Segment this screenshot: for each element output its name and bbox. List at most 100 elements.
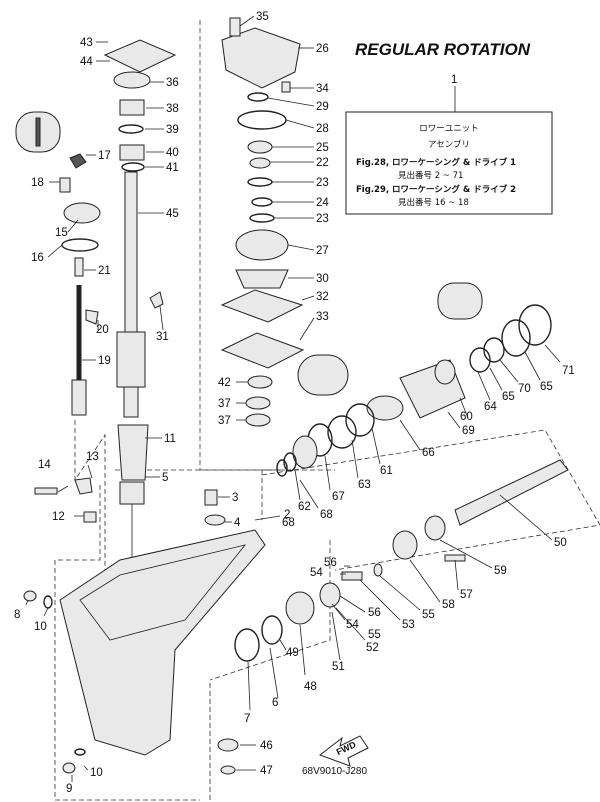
part-label-10b: 10	[90, 767, 103, 779]
part-label-24: 24	[316, 197, 329, 209]
diagram-title: REGULAR ROTATION	[355, 40, 531, 59]
part-label-61: 61	[380, 465, 393, 477]
part-label-68a: 68	[320, 509, 333, 521]
seal-17	[69, 153, 87, 169]
part-label-25: 25	[316, 142, 329, 154]
part-label-57: 57	[460, 589, 473, 601]
gear-case	[23, 477, 266, 775]
spring-14	[34, 487, 58, 495]
part-label-49: 49	[286, 647, 299, 659]
part-label-65a: 65	[540, 381, 553, 393]
insert-25	[247, 140, 273, 154]
box-line-2: アセンブリ	[428, 139, 470, 150]
part-label-53: 53	[402, 619, 415, 631]
seal-70	[501, 319, 531, 357]
part-label-31: 31	[156, 331, 169, 343]
part-label-63: 63	[358, 479, 371, 491]
drive-shaft-45	[124, 171, 138, 333]
drawing-code: 68V9010-J280	[302, 766, 367, 777]
spring-21	[74, 257, 84, 277]
box-line-4: 見出番号 2 ~ 71	[398, 170, 463, 181]
part-label-14: 14	[38, 459, 51, 471]
part-label-42: 42	[218, 377, 231, 389]
part-label-5: 5	[162, 472, 168, 484]
seal-61	[366, 395, 404, 421]
lower-casing-2	[59, 529, 266, 756]
part-label-39: 39	[166, 124, 179, 136]
slider-58	[392, 530, 418, 560]
part-label-30: 30	[316, 273, 329, 285]
shim-68b	[276, 459, 288, 477]
part-label-56b: 56	[368, 607, 381, 619]
drive-shaft-lower	[116, 331, 146, 388]
water-pump-assembly	[220, 17, 349, 427]
part-label-11: 11	[164, 433, 176, 445]
bracket-15	[63, 202, 101, 224]
part-label-43: 43	[80, 37, 93, 49]
bearing-49	[261, 615, 283, 645]
propeller-shaft-assembly	[234, 282, 569, 662]
part-label-59: 59	[494, 565, 507, 577]
part-label-60: 60	[460, 411, 473, 423]
o-ring-28	[237, 110, 287, 130]
part-label-51: 51	[332, 661, 345, 673]
leader-lines	[25, 15, 561, 782]
part-label-69: 69	[462, 425, 475, 437]
washer-23b	[249, 213, 275, 223]
box-line-3: Fig.28, ロワーケーシング & ドライブ 1	[356, 157, 516, 168]
part-label-29: 29	[316, 101, 329, 113]
part-label-37a: 37	[218, 398, 231, 410]
ring-71	[518, 304, 552, 346]
bearing-housing-flange	[103, 39, 177, 73]
seal-65a	[483, 337, 505, 363]
gasket-10a	[43, 595, 53, 609]
shift-rod-end	[71, 379, 87, 416]
spring-51	[319, 582, 341, 608]
cup-27	[235, 229, 289, 261]
part-label-44: 44	[80, 56, 93, 68]
seal-detail-circle-2	[437, 282, 483, 320]
part-label-71: 71	[562, 365, 575, 377]
part-label-54a: 54	[310, 567, 323, 579]
bearing-housing-60	[399, 359, 466, 419]
clutch-59	[424, 515, 446, 541]
bearing-38	[119, 99, 145, 116]
screw-18	[59, 177, 71, 193]
part-label-48: 48	[304, 681, 317, 693]
shift-detail-rod	[35, 117, 41, 147]
part-label-38: 38	[166, 103, 179, 115]
shaft-tip	[123, 386, 139, 418]
part-label-34: 34	[316, 83, 329, 95]
part-label-67: 67	[332, 491, 345, 503]
part-label-3: 3	[232, 492, 238, 504]
shim-6	[234, 628, 260, 662]
pin-31	[149, 291, 164, 309]
lower-left-guide	[54, 560, 200, 801]
seal-37a	[245, 396, 271, 410]
part-label-4: 4	[234, 517, 241, 529]
clip-20	[85, 309, 99, 325]
part-label-28: 28	[316, 123, 329, 135]
forward-arrow: FWD	[318, 735, 369, 767]
pump-housing-26	[221, 27, 301, 89]
part-label-13: 13	[86, 451, 99, 463]
shim-63	[327, 415, 357, 449]
part-label-40: 40	[166, 147, 179, 159]
part-label-26: 26	[316, 43, 329, 55]
seal-detail-circle	[297, 354, 349, 396]
part-label-18: 18	[31, 177, 44, 189]
box-line-6: 見出番号 16 ~ 18	[398, 197, 469, 208]
part-label-45: 45	[166, 208, 179, 220]
part-label-66: 66	[422, 447, 435, 459]
guide-line-e	[209, 540, 331, 681]
gear-48	[285, 591, 315, 625]
part-label-7: 7	[244, 713, 250, 725]
part-label-12: 12	[52, 511, 65, 523]
seal-22	[249, 157, 271, 169]
o-ring-29	[247, 92, 269, 102]
guide-line-c	[55, 485, 101, 561]
plate-32	[220, 289, 304, 323]
pin-53	[341, 571, 363, 581]
